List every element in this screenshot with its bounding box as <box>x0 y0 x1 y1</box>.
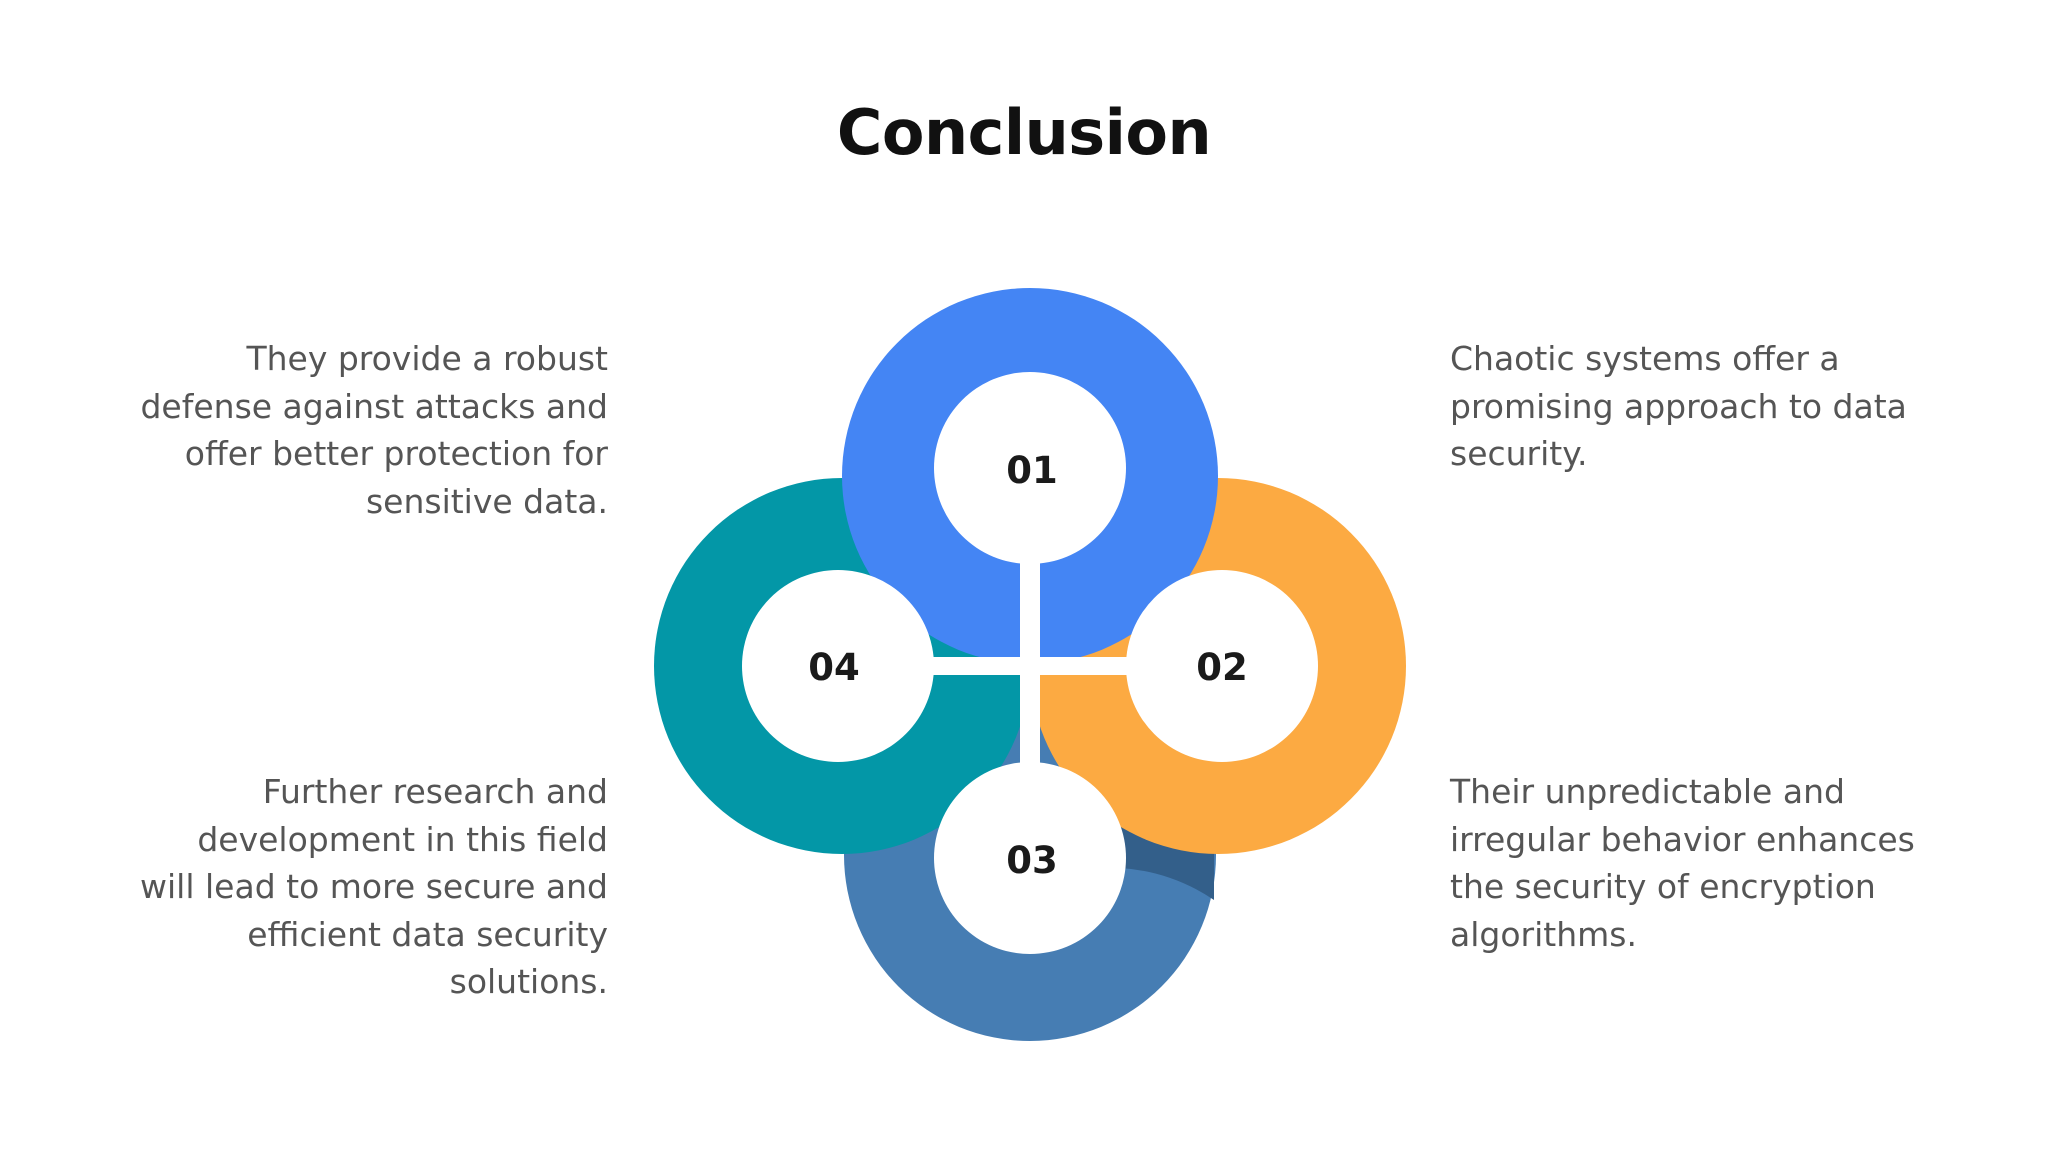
inner-circle-02 <box>1126 570 1318 762</box>
step-01-description: Chaotic systems offer a promising approa… <box>1450 339 1907 473</box>
step-02-description: Their unpredictable and irregular behavi… <box>1450 772 1915 954</box>
step-02-number: 02 <box>1196 646 1248 689</box>
step-04-description: They provide a robust defense against at… <box>140 339 608 521</box>
step-03-description: Further research and development in this… <box>140 772 608 1001</box>
inner-circle-04 <box>742 570 934 762</box>
inner-circle-01 <box>934 372 1126 564</box>
step-01-number: 01 <box>1006 449 1058 492</box>
separator-horizontal <box>910 657 1150 675</box>
step-03-number: 03 <box>1006 839 1058 882</box>
page-title: Conclusion <box>836 96 1212 169</box>
inner-circle-03 <box>934 762 1126 954</box>
step-04-number: 04 <box>808 646 860 689</box>
